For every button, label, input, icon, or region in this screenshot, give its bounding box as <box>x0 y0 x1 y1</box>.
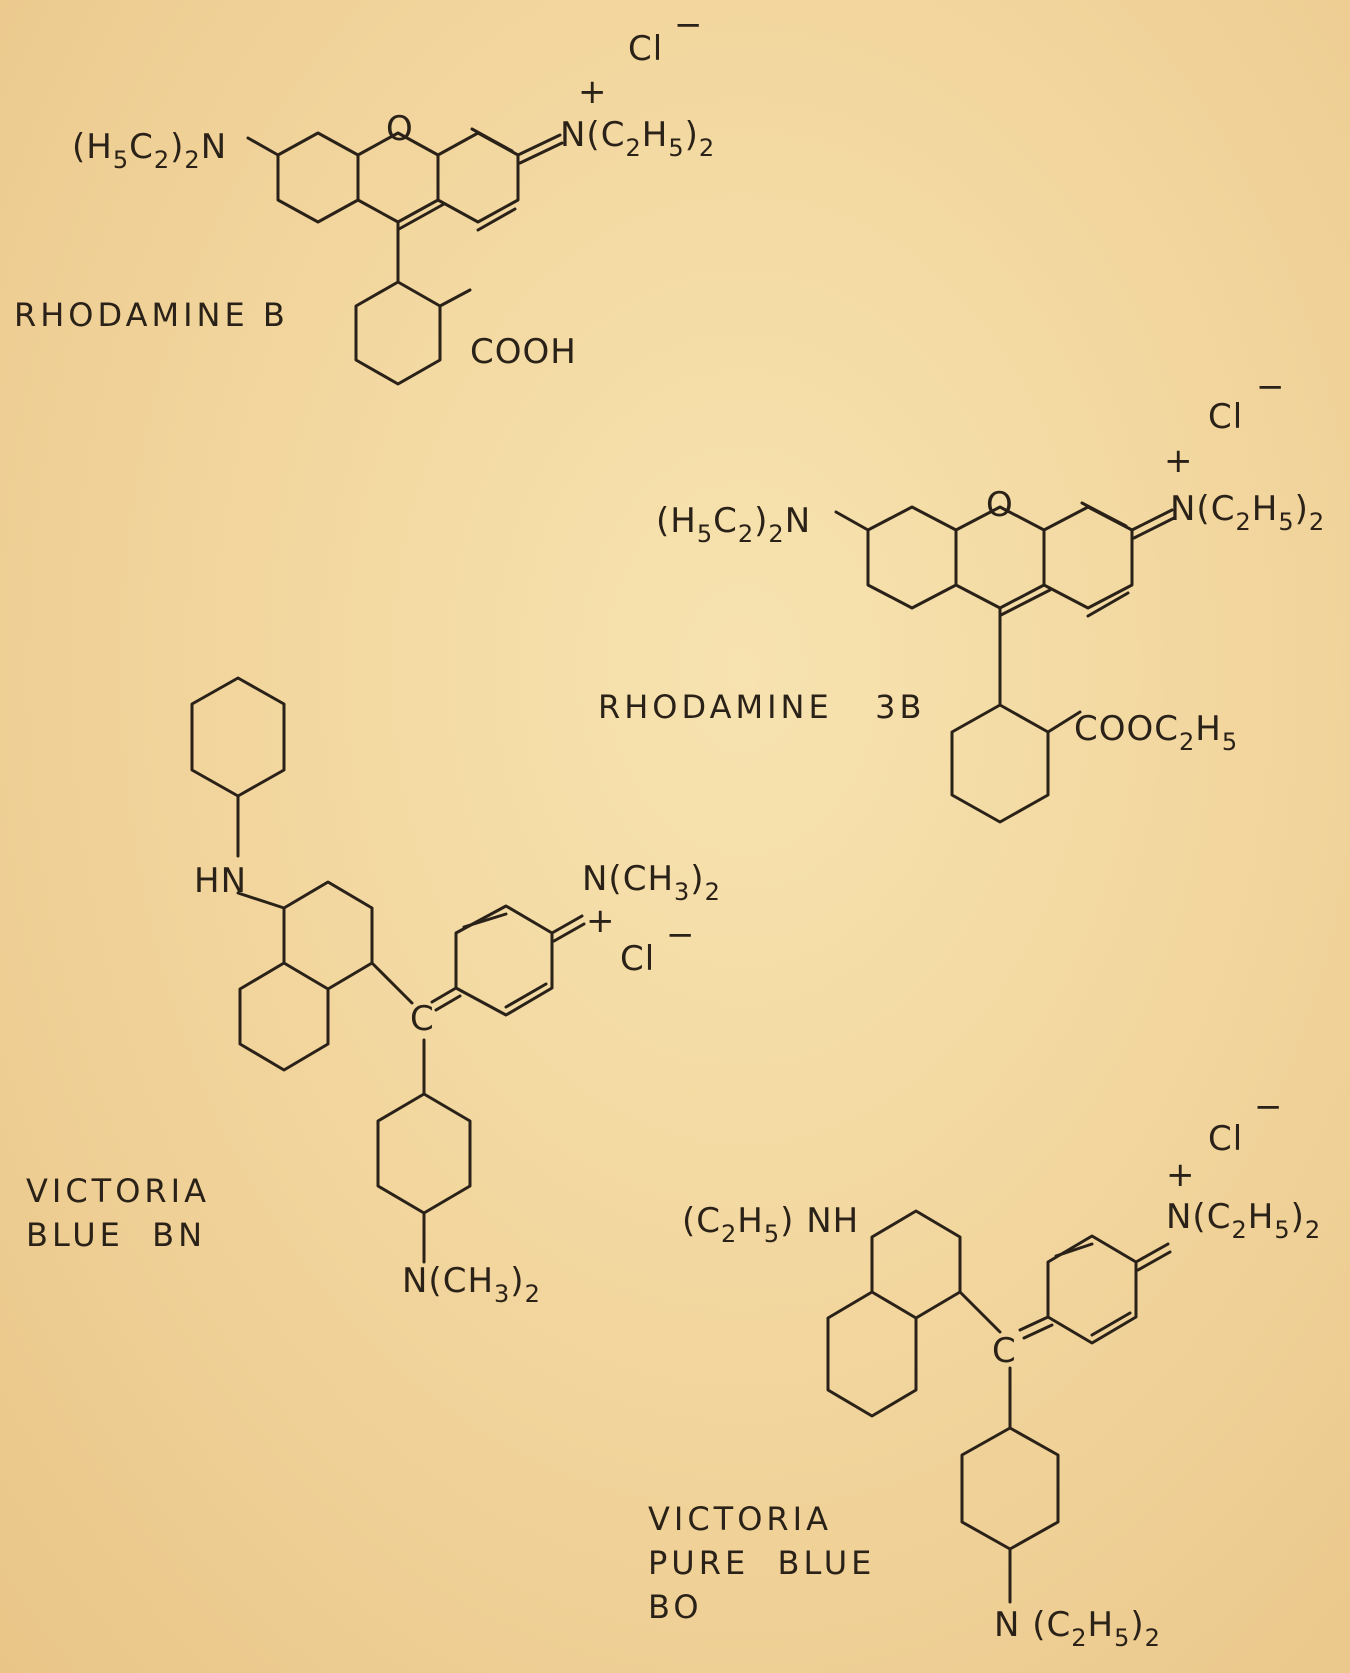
victoria-blue-bn-dimethylamino-group: N(CH3)2 <box>402 1261 541 1308</box>
victoria-pure-blue-bo-minus-charge: − <box>1254 1087 1284 1127</box>
rhodamine-3b-ring-oxygen: O <box>986 485 1014 525</box>
victoria-blue-bn-right-iminium-group: N(CH3)2 <box>582 859 721 906</box>
victoria-pure-blue-bo-ethylamino-group: (C2H5) NH <box>682 1201 859 1248</box>
victoria-pure-blue-bo-name-line2: PURE BLUE <box>648 1544 875 1582</box>
rhodamine-3b-name-label: RHODAMINE 3B <box>598 688 925 726</box>
rhodamine-3b-plus-charge: + <box>1164 441 1194 481</box>
victoria-blue-bn-name-line2: BLUE BN <box>26 1216 206 1254</box>
rhodamine-3b-ester-group: COOC2H5 <box>1074 709 1238 756</box>
victoria-blue-bn-bonds <box>190 676 586 1264</box>
rhodamine-b-chloride-ion: Cl <box>628 29 663 69</box>
rhodamine-b-minus-charge: − <box>674 5 704 45</box>
victoria-pure-blue-bo-bonds <box>826 1209 1172 1604</box>
victoria-blue-bn-chloride-ion: Cl <box>620 939 655 979</box>
rhodamine-b-name-label: RHODAMINE B <box>14 296 289 334</box>
rhodamine-3b-left-amino-group: (H5C2)2N <box>656 501 811 548</box>
victoria-pure-blue-bo-name-line1: VICTORIA <box>648 1500 832 1538</box>
victoria-blue-bn-name-line1: VICTORIA <box>26 1172 210 1210</box>
victoria-blue-bn-minus-charge: − <box>666 915 696 955</box>
rhodamine-b-benzoic-bonds <box>354 220 472 386</box>
victoria-blue-bn-structure: HN C N(CH3)2 + Cl − N(CH3)2 VICTORIA BLU… <box>26 676 721 1308</box>
rhodamine-3b-minus-charge: − <box>1256 367 1286 407</box>
rhodamine-3b-chloride-ion: Cl <box>1208 397 1243 437</box>
victoria-pure-blue-bo-structure: (C2H5) NH C N(C2H5)2 + Cl − N (C2H5)2 VI… <box>648 1087 1321 1652</box>
victoria-blue-bn-plus-charge: + <box>586 901 616 941</box>
victoria-pure-blue-bo-central-carbon: C <box>992 1331 1017 1371</box>
rhodamine-b-carboxylic-acid-group: COOH <box>470 332 577 372</box>
victoria-blue-bn-central-carbon: C <box>410 999 435 1039</box>
rhodamine-3b-right-iminium-group: N(C2H5)2 <box>1170 489 1325 536</box>
victoria-pure-blue-bo-chloride-ion: Cl <box>1208 1119 1243 1159</box>
victoria-pure-blue-bo-right-iminium-group: N(C2H5)2 <box>1166 1197 1321 1244</box>
rhodamine-b-right-iminium-group: N(C2H5)2 <box>560 115 715 162</box>
victoria-blue-bn-anilino-group: HN <box>194 861 247 901</box>
rhodamine-b-ring-oxygen: O <box>386 109 414 149</box>
victoria-pure-blue-bo-diethylamino-group: N (C2H5)2 <box>994 1605 1161 1652</box>
victoria-pure-blue-bo-plus-charge: + <box>1166 1155 1196 1195</box>
victoria-pure-blue-bo-name-line3: BO <box>648 1588 703 1626</box>
rhodamine-b-plus-charge: + <box>578 72 608 112</box>
rhodamine-3b-structure: O (H5C2)2N N(C2H5)2 + Cl − COOC2H5 RHODA… <box>598 367 1325 824</box>
rhodamine-b-xanthene-bonds <box>246 127 564 232</box>
rhodamine-b-left-amino-group: (H5C2)2N <box>72 127 227 174</box>
rhodamine-3b-xanthene-bonds <box>834 501 1176 618</box>
rhodamine-b-structure: O (H5C2)2N N(C2H5)2 + Cl − COOH RHODAMIN… <box>14 5 715 386</box>
rhodamine-3b-benzoate-bonds <box>950 606 1082 824</box>
